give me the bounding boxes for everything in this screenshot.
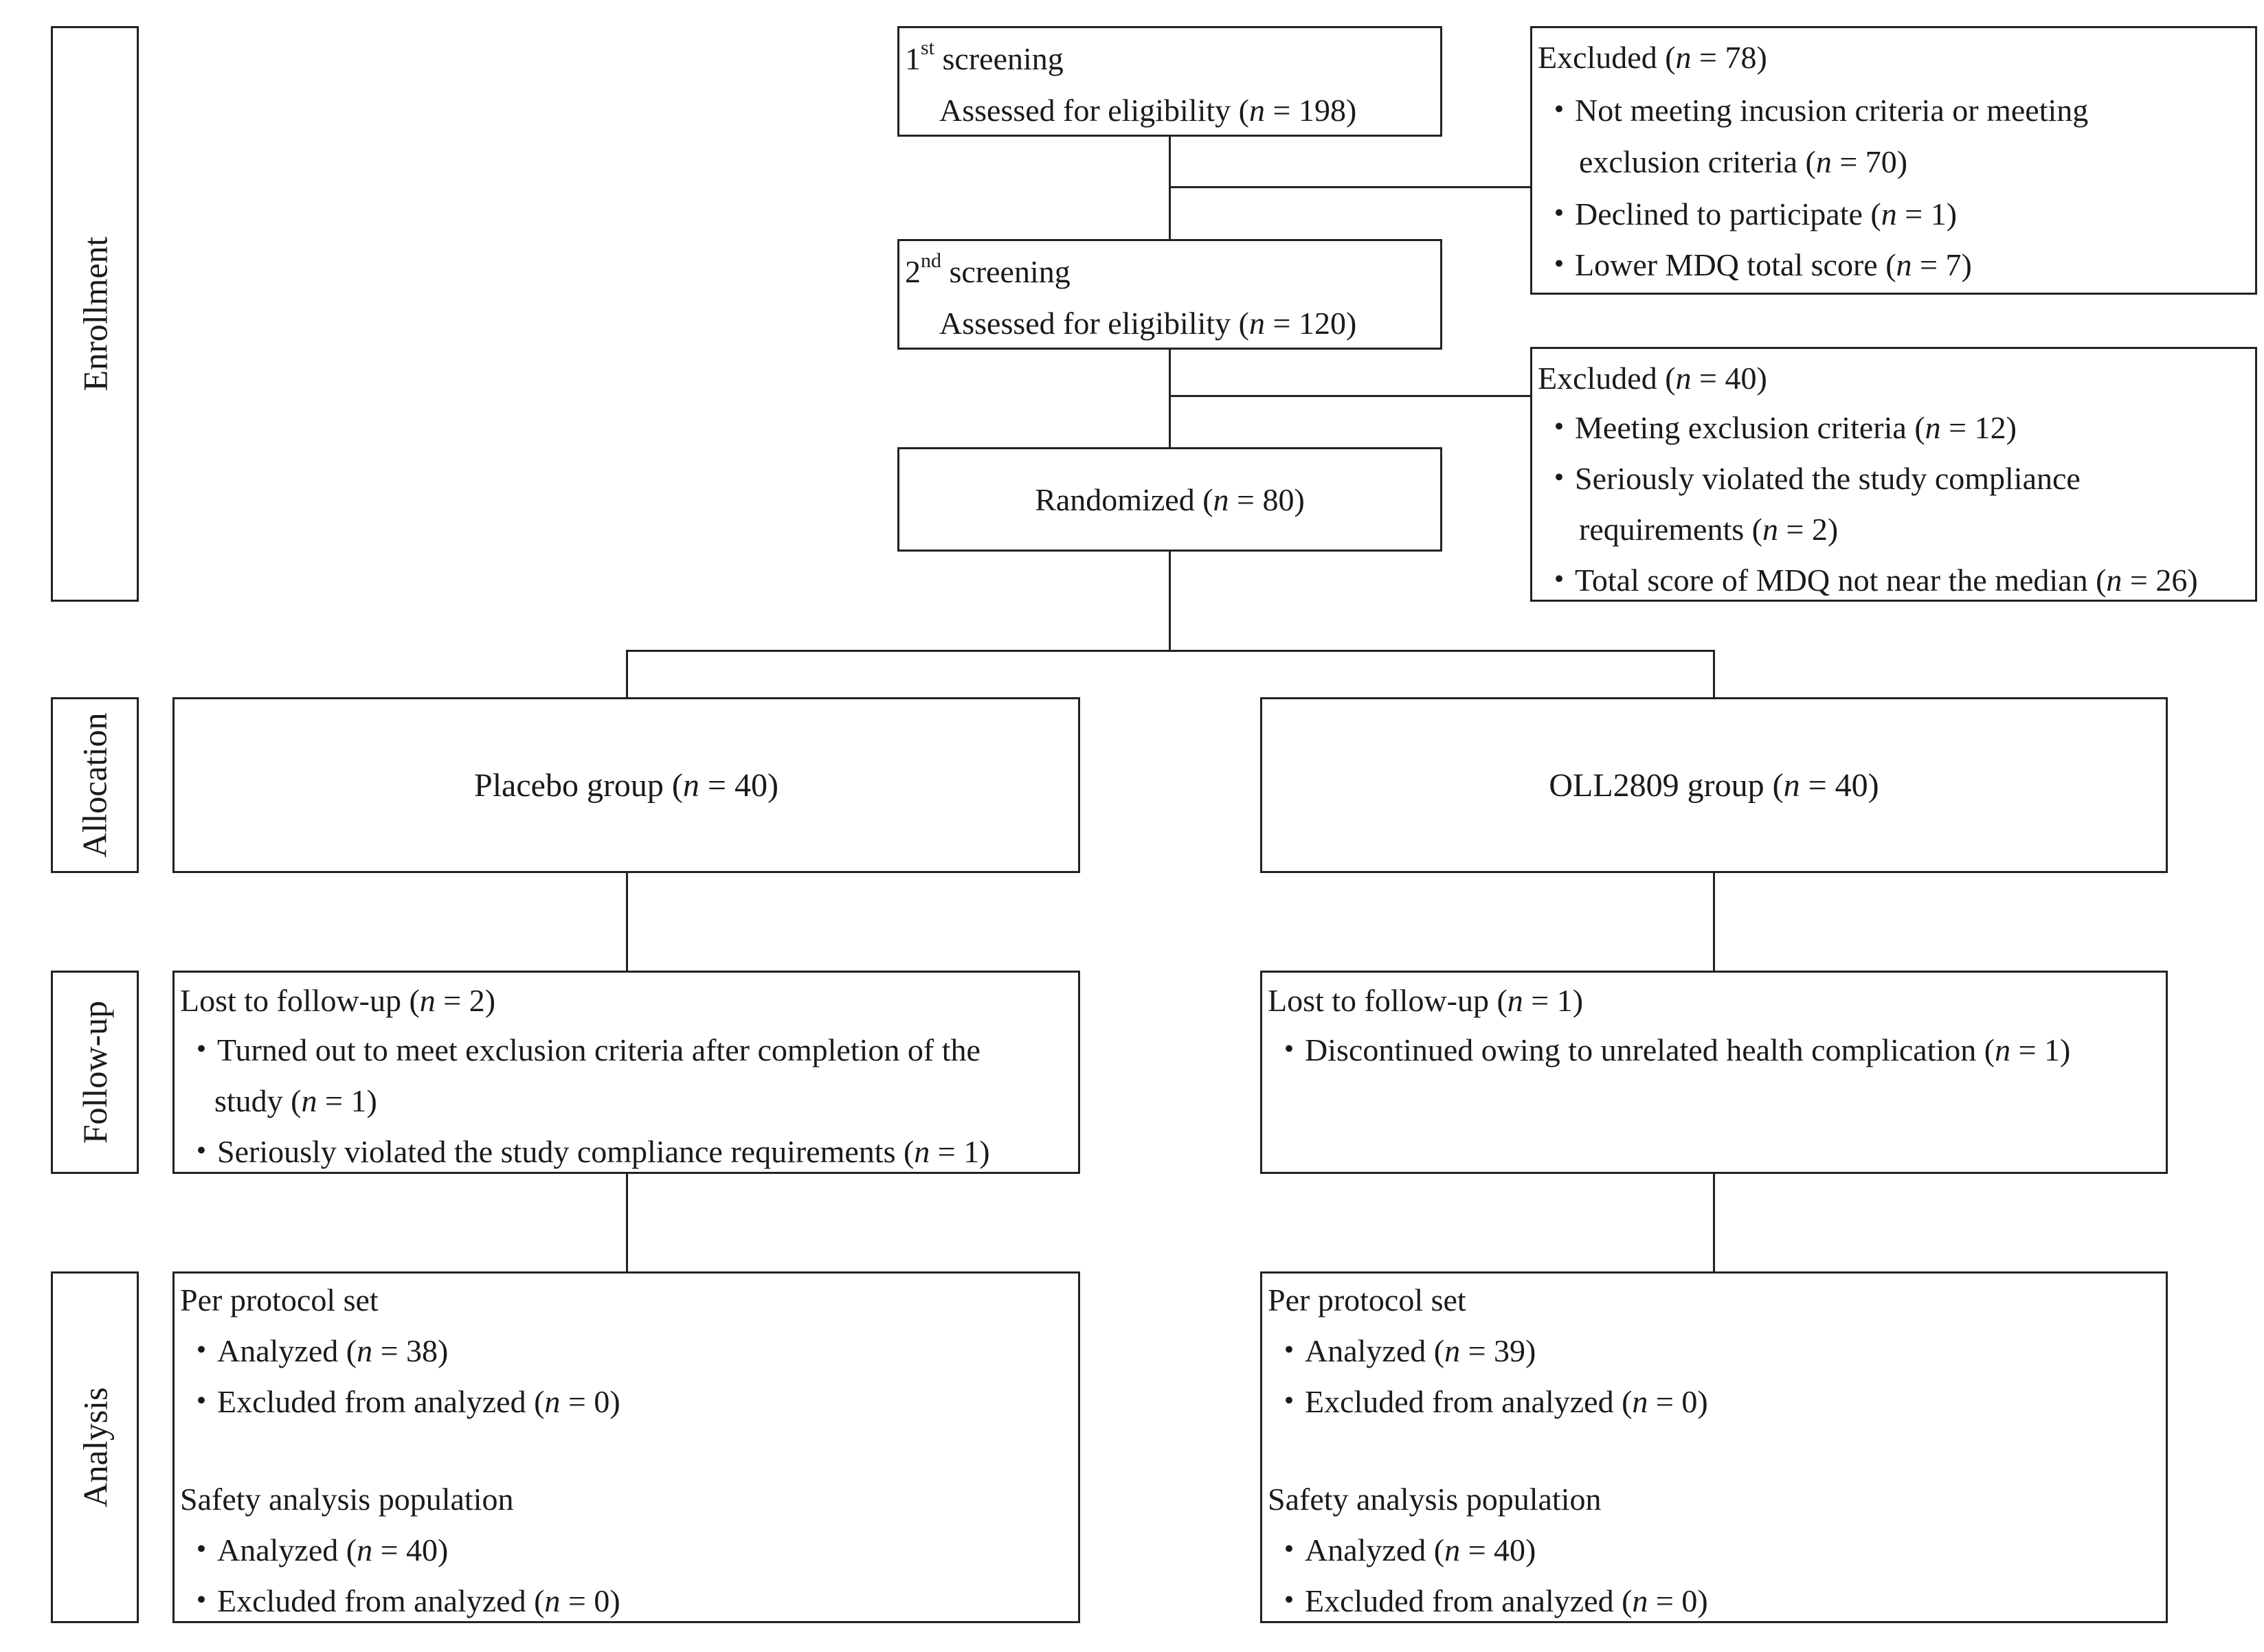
excluded2-title: Excluded (n = 40) [1538, 361, 1767, 396]
placebo-followup-item: ・Turned out to meet exclusion criteria a… [186, 1032, 980, 1067]
oll-pps-item: ・Analyzed (n = 39) [1273, 1333, 1536, 1368]
placebo-followup-item: study (n = 1) [214, 1083, 377, 1118]
oll-pps-title: Per protocol set [1268, 1282, 1466, 1317]
excluded2-item: ・Seriously violated the study compliance [1543, 461, 2081, 496]
screening1-assessed: Assessed for eligibility (n = 198) [939, 93, 1357, 128]
screening2-assessed: Assessed for eligibility (n = 120) [939, 306, 1357, 341]
connector-screening2-down [1169, 348, 1171, 449]
connector-split-left [626, 650, 628, 699]
placebo-pps-item: ・Analyzed (n = 38) [186, 1333, 449, 1368]
placebo-group-box: Placebo group (n = 40) [172, 697, 1080, 873]
placebo-safety-item: ・Analyzed (n = 40) [186, 1532, 449, 1568]
placebo-analysis-box: Per protocol set ・Analyzed (n = 38) ・Exc… [172, 1271, 1080, 1623]
stage-followup-label: Follow-up [76, 1000, 115, 1144]
connector-randomized-down [1169, 550, 1171, 652]
stage-enrollment-label: Enrollment [76, 236, 115, 392]
placebo-pps-item: ・Excluded from analyzed (n = 0) [186, 1384, 620, 1419]
oll-followup-box: Lost to follow-up (n = 1) ・Discontinued … [1260, 971, 2168, 1174]
connector-oll-analysis [1713, 1174, 1715, 1273]
stage-allocation-box: Allocation [51, 697, 139, 873]
connector-split-horizontal [626, 650, 1715, 652]
placebo-followup-box: Lost to follow-up (n = 2) ・Turned out to… [172, 971, 1080, 1174]
stage-followup-box: Follow-up [51, 971, 139, 1174]
screening2-title: 2nd screening [905, 249, 1071, 289]
connector-placebo-followup [626, 873, 628, 972]
oll-safety-item: ・Analyzed (n = 40) [1273, 1532, 1536, 1568]
excluded2-item: requirements (n = 2) [1579, 512, 1839, 547]
screening1-title: 1st screening [905, 36, 1064, 76]
oll-followup-title: Lost to follow-up (n = 1) [1268, 983, 1584, 1018]
oll-safety-title: Safety analysis population [1268, 1482, 1602, 1517]
connector-to-excluded1 [1169, 186, 1530, 188]
placebo-group-label: Placebo group (n = 40) [474, 767, 778, 804]
oll-safety-item: ・Excluded from analyzed (n = 0) [1273, 1583, 1708, 1618]
stage-enrollment-box: Enrollment [51, 26, 139, 602]
oll-group-label: OLL2809 group (n = 40) [1549, 767, 1879, 804]
connector-oll-followup [1713, 873, 1715, 972]
excluded1-item: ・Not meeting incusion criteria or meetin… [1543, 93, 2089, 128]
excluded2-item: ・Meeting exclusion criteria (n = 12) [1543, 410, 2017, 445]
excluded1-item: exclusion criteria (n = 70) [1579, 144, 1908, 179]
stage-analysis-box: Analysis [51, 1271, 139, 1623]
connector-to-excluded2 [1169, 395, 1530, 397]
randomized-box: Randomized (n = 80) [897, 447, 1442, 552]
placebo-safety-item: ・Excluded from analyzed (n = 0) [186, 1583, 620, 1618]
placebo-followup-title: Lost to follow-up (n = 2) [180, 983, 496, 1018]
placebo-safety-title: Safety analysis population [180, 1482, 514, 1517]
connector-split-right [1713, 650, 1715, 699]
excluded1-item: ・Declined to participate (n = 1) [1543, 196, 1958, 231]
excluded2-box: Excluded (n = 40) ・Meeting exclusion cri… [1530, 347, 2257, 602]
oll-analysis-box: Per protocol set ・Analyzed (n = 39) ・Exc… [1260, 1271, 2168, 1623]
stage-analysis-label: Analysis [76, 1387, 114, 1508]
screening2-box: 2nd screening Assessed for eligibility (… [897, 239, 1442, 350]
connector-placebo-analysis [626, 1174, 628, 1273]
placebo-followup-item: ・Seriously violated the study compliance… [186, 1134, 990, 1169]
oll-group-box: OLL2809 group (n = 40) [1260, 697, 2168, 873]
randomized-label: Randomized (n = 80) [1035, 482, 1305, 517]
excluded1-item: ・Lower MDQ total score (n = 7) [1543, 247, 1972, 282]
stage-allocation-label: Allocation [76, 712, 114, 858]
oll-pps-item: ・Excluded from analyzed (n = 0) [1273, 1384, 1708, 1419]
excluded1-title: Excluded (n = 78) [1538, 40, 1767, 75]
excluded1-box: Excluded (n = 78) ・Not meeting incusion … [1530, 26, 2257, 295]
excluded2-item: ・Total score of MDQ not near the median … [1543, 563, 2198, 598]
placebo-pps-title: Per protocol set [180, 1282, 379, 1317]
screening1-box: 1st screening Assessed for eligibility (… [897, 26, 1442, 137]
oll-followup-item: ・Discontinued owing to unrelated health … [1273, 1032, 2071, 1067]
